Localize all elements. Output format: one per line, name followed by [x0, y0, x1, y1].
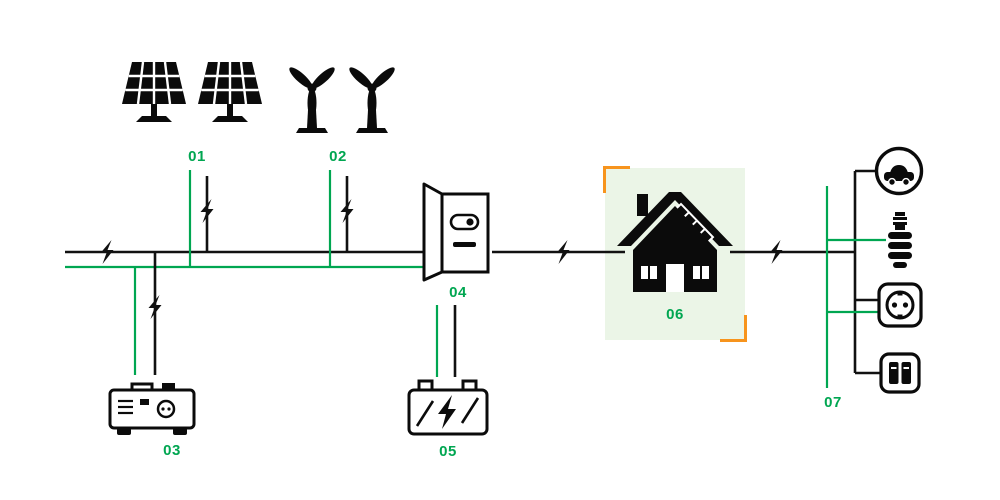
corner-bracket-top-left [603, 166, 630, 193]
node-label-generator: 03 [163, 442, 181, 459]
power-flow-bolts [100, 199, 783, 319]
battery-icon [407, 379, 489, 436]
power-flow-bolt [148, 295, 162, 319]
power-flow-bolt [556, 240, 570, 264]
switch-icon [879, 352, 921, 394]
node-label-wind: 02 [329, 148, 347, 165]
solar-panel-icon [198, 61, 262, 122]
house-icon [617, 192, 733, 292]
power-flow-bolt [100, 240, 114, 264]
corner-bracket-bottom-right [720, 315, 747, 342]
generator-icon [108, 382, 196, 435]
power-flow-bolt [340, 199, 354, 223]
solar-panel-icon [122, 61, 186, 122]
power-flow-bolt [769, 240, 783, 264]
inverter-icon [422, 182, 490, 282]
power-flow-bolt [200, 199, 214, 223]
node-label-solar: 01 [188, 148, 206, 165]
wind-turbine-icon [289, 67, 335, 133]
outlet-icon [877, 282, 923, 328]
node-label-battery: 05 [439, 443, 457, 460]
node-label-loads: 07 [824, 394, 842, 411]
node-label-house: 06 [666, 306, 684, 323]
cfl-bulb-icon [888, 212, 912, 268]
node-label-inverter: 04 [449, 284, 467, 301]
ev-charger-icon [874, 146, 924, 196]
wind-turbine-icon [349, 67, 395, 133]
